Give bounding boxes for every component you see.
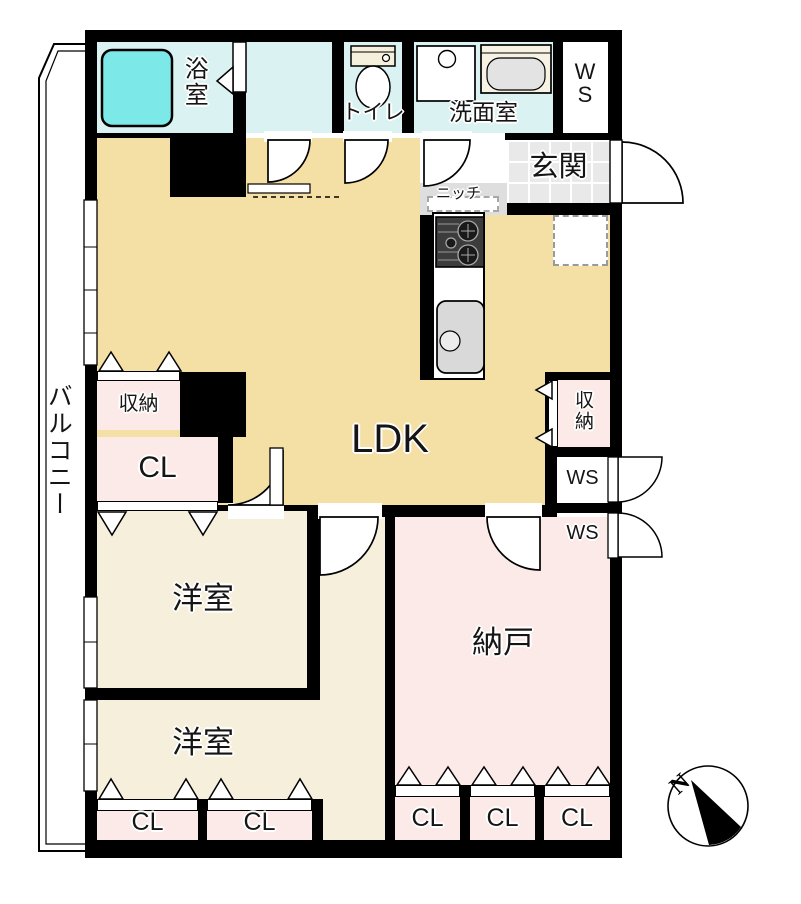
closet-br3-door xyxy=(544,785,610,797)
label-closet-br1: CL xyxy=(411,804,444,832)
label-storage-right: 収納 xyxy=(571,390,593,432)
label-niche: ニッチ xyxy=(436,185,482,202)
room-closet-left xyxy=(97,437,218,501)
storage-left-door xyxy=(97,371,180,381)
wall-bl2 xyxy=(312,799,323,840)
room-closet-bl2 xyxy=(207,811,312,840)
kitchen-counter xyxy=(432,212,485,380)
room-storage-left xyxy=(97,381,180,430)
label-closet-bl1: CL xyxy=(131,808,164,836)
label-ws1: WS xyxy=(566,467,599,489)
room-closet-bl1 xyxy=(97,811,198,840)
entrance-opening xyxy=(497,140,507,203)
closet-bl1-door xyxy=(97,799,198,811)
refrigerator-space xyxy=(553,215,608,266)
compass-icon: N xyxy=(665,765,749,847)
niche-box xyxy=(427,196,499,212)
label-closet-left: CL xyxy=(138,451,177,484)
wall-br1 xyxy=(460,785,470,840)
label-toilet: トイレ xyxy=(341,101,405,124)
corridor xyxy=(320,517,385,700)
label-western-upper: 洋室 xyxy=(172,581,234,616)
label-closet-bl2: CL xyxy=(243,808,276,836)
label-ws-top: WS xyxy=(574,59,596,108)
label-closet-br3: CL xyxy=(561,804,593,832)
wall-kitchen xyxy=(420,212,432,380)
room-bath-anteroom xyxy=(246,42,332,133)
label-entrance: 玄関 xyxy=(529,151,588,183)
label-ws2: WS xyxy=(566,522,599,544)
compass-north-label: N xyxy=(665,768,696,799)
label-storage-room: 納戸 xyxy=(472,625,534,660)
label-balcony: バルコニー xyxy=(44,383,73,518)
wall-right-of-closet xyxy=(218,437,233,503)
room-bathroom xyxy=(97,42,233,133)
wall-center-chunk xyxy=(180,372,246,437)
closet-bl2-door xyxy=(207,799,312,811)
room-ws1 xyxy=(557,457,608,503)
label-storage-left: 収納 xyxy=(118,393,159,415)
label-ldk: LDK xyxy=(351,417,429,461)
label-washroom: 洗面室 xyxy=(449,99,518,125)
wall-below-bathroom xyxy=(170,138,246,197)
wall-br2 xyxy=(535,785,544,840)
room-western-upper xyxy=(97,511,307,688)
closet-left-door xyxy=(97,501,218,511)
room-entrance xyxy=(507,140,610,203)
storage-right-door xyxy=(548,380,558,447)
label-bathroom: 浴室 xyxy=(180,56,208,108)
closet-br1-door xyxy=(395,785,460,797)
wall-bl1 xyxy=(198,799,207,840)
label-western-lower: 洋室 xyxy=(172,725,234,760)
room-storage-right xyxy=(558,380,610,447)
label-closet-br2: CL xyxy=(486,804,519,832)
closet-br2-door xyxy=(470,785,535,797)
room-ldk-lower-right xyxy=(420,372,548,505)
room-ws-top xyxy=(563,42,608,133)
